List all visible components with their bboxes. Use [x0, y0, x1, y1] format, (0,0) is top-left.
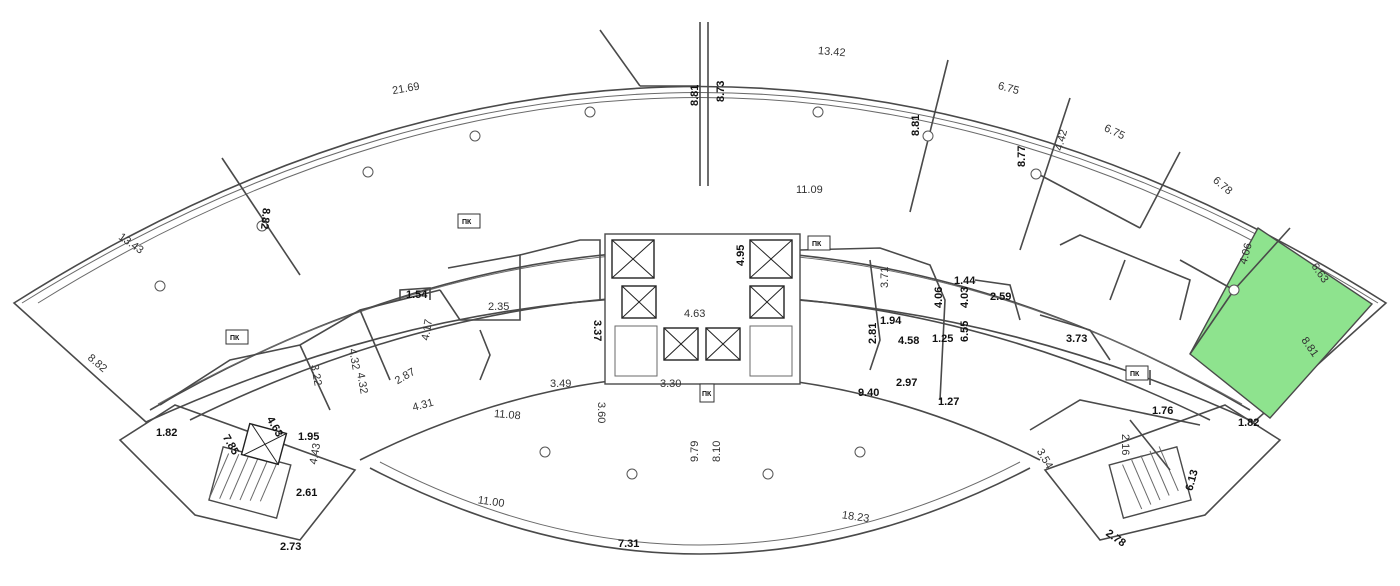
- service-tag-5: ПК: [699, 383, 715, 403]
- dim-label: 1.82: [1238, 417, 1259, 429]
- dim-label: 2.81: [867, 323, 879, 344]
- service-tag-4: ПК: [1125, 365, 1149, 381]
- dim-label: 11.09: [796, 184, 823, 196]
- column: [469, 130, 481, 142]
- right-stair-tower: [1043, 404, 1282, 541]
- dim-label: 1.27: [938, 396, 959, 408]
- dim-label: 2.78: [1103, 527, 1127, 549]
- column: [539, 446, 551, 458]
- elevator-core: [604, 233, 801, 385]
- dim-label: 11.00: [477, 494, 505, 510]
- dim-label: 3.71: [879, 267, 891, 288]
- column: [154, 280, 166, 292]
- svg-text:ПК: ПК: [812, 241, 822, 248]
- dim-label: 8.10: [711, 441, 723, 462]
- svg-text:ПК: ПК: [462, 219, 472, 226]
- dim-label: 3.73: [1066, 333, 1087, 345]
- dim-label: 8.82: [258, 207, 272, 229]
- dim-label: 6.55: [959, 321, 971, 342]
- column: [1228, 284, 1240, 296]
- dim-label: 1.82: [156, 427, 177, 439]
- svg-text:ПК: ПК: [702, 391, 712, 398]
- dim-label: 3.49: [550, 378, 571, 390]
- dim-label: 13.42: [818, 45, 846, 59]
- columns: [154, 106, 1240, 480]
- dim-label: 4.58: [898, 335, 919, 347]
- elevator-5: [663, 327, 699, 361]
- dim-label: 6.75: [997, 80, 1021, 97]
- dim-label: 2.73: [280, 541, 301, 553]
- dim-label: 1.54: [406, 289, 428, 301]
- inner-offices-right: [799, 247, 1201, 471]
- dim-label: 3.30: [660, 378, 681, 390]
- dim-label: 4.63: [684, 308, 705, 320]
- dim-label: 8.81: [910, 115, 922, 136]
- dim-label: 2.59: [990, 291, 1011, 303]
- svg-text:ПК: ПК: [1130, 371, 1140, 378]
- dim-label: 6.78: [1210, 174, 1234, 197]
- column: [584, 106, 596, 118]
- column: [854, 446, 866, 458]
- dim-label: 4.03: [959, 287, 971, 308]
- dim-label: 3.22: [308, 364, 324, 387]
- service-tags: ПК ПК ПК ПК ПК: [225, 213, 1149, 403]
- column: [362, 166, 374, 178]
- dim-label: 8.81: [689, 85, 701, 106]
- column: [256, 220, 268, 232]
- dim-label: 8.73: [715, 81, 727, 102]
- dim-label: 4.32: [346, 348, 362, 371]
- dim-label: 1.44: [954, 275, 976, 287]
- column: [762, 468, 774, 480]
- dim-label: 2.87: [393, 366, 418, 387]
- dim-label: 1.95: [298, 431, 319, 443]
- column: [922, 130, 934, 142]
- dim-label: 4.42: [1053, 128, 1070, 152]
- left-stair-tower: [118, 404, 357, 541]
- dim-label: 4.31: [411, 397, 435, 414]
- dim-label: 2.97: [896, 377, 917, 389]
- svg-text:ПК: ПК: [230, 335, 240, 342]
- dim-label: 9.40: [858, 387, 879, 399]
- south-facade: [369, 461, 1031, 555]
- dim-label: 18.23: [841, 509, 870, 525]
- dim-label: 4.06: [933, 287, 945, 308]
- dim-label: 2.35: [488, 301, 509, 313]
- dim-label: 9.79: [689, 441, 701, 462]
- dim-label: 1.76: [1152, 405, 1173, 417]
- dim-label: 1.25: [932, 333, 953, 345]
- column: [626, 468, 638, 480]
- dim-label: 3.37: [591, 320, 603, 341]
- dim-label: 7.31: [618, 538, 639, 550]
- dim-label: 4.95: [735, 245, 747, 266]
- highlighted-unit[interactable]: [1189, 226, 1374, 419]
- dim-label: 1.94: [880, 315, 902, 327]
- elevator-4: [749, 285, 785, 319]
- partitions: [221, 22, 1291, 355]
- inner-offices-left: [159, 239, 601, 411]
- elevator-3: [621, 285, 657, 319]
- service-tag-2: ПК: [225, 329, 249, 345]
- dim-label: 6.75: [1102, 122, 1126, 142]
- dim-label: 4.06: [1238, 242, 1255, 266]
- dim-label: 4.17: [420, 318, 436, 341]
- elevator-2: [749, 239, 793, 279]
- elevator-1: [611, 239, 655, 279]
- dim-label: 3.60: [595, 402, 607, 423]
- dim-label: 2.61: [296, 487, 317, 499]
- dim-label: 21.69: [391, 81, 420, 98]
- column: [1030, 168, 1042, 180]
- service-tag-3: ПК: [807, 235, 831, 251]
- dim-label: 6.13: [1184, 468, 1201, 492]
- elevator-6: [705, 327, 741, 361]
- dim-label: 4.43: [308, 442, 324, 465]
- dim-label: 2.16: [1119, 434, 1131, 455]
- column: [812, 106, 824, 118]
- dim-label: 8.77: [1016, 146, 1028, 167]
- dim-label: 8.82: [85, 352, 109, 375]
- service-tag-1: ПК: [457, 213, 481, 229]
- dim-label: 4.32: [354, 372, 370, 395]
- dim-label: 11.08: [493, 408, 521, 422]
